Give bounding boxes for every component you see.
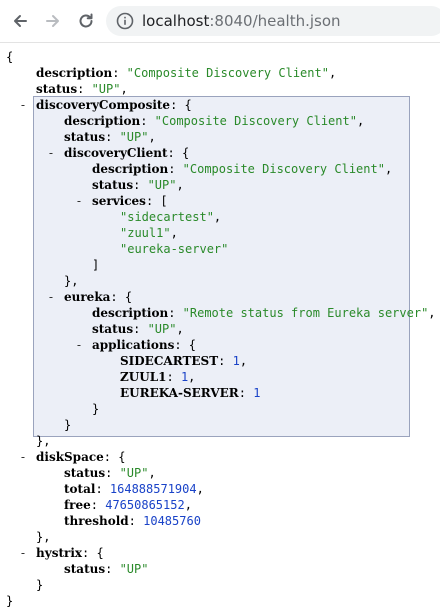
json-line: hystrix: { [36, 546, 104, 560]
root-open-brace: { [6, 50, 14, 64]
reload-icon [79, 13, 93, 28]
json-key: description [92, 162, 169, 176]
collapse-toggle[interactable]: - [75, 194, 83, 208]
json-line: threshold: 10485760 [64, 514, 201, 528]
json-number: 164888571904 [109, 482, 197, 496]
json-key: status [64, 562, 106, 576]
json-key: description [36, 66, 113, 80]
address-bar[interactable]: localhost:8040/health.json [106, 6, 440, 36]
json-close-bracket: ] [92, 258, 100, 272]
json-line: total: 164888571904, [64, 482, 204, 496]
json-key: total [64, 482, 96, 496]
back-arrow-icon [14, 15, 27, 27]
json-key: discoveryComposite [36, 98, 171, 112]
json-key: ZUUL1 [120, 370, 167, 384]
json-key: hystrix [36, 546, 83, 560]
json-key: description [92, 306, 169, 320]
root-close-brace: } [6, 594, 14, 608]
json-line: status: "UP", [92, 322, 184, 336]
json-key: free [64, 498, 91, 512]
json-key: SIDECARTEST [120, 354, 219, 368]
collapse-toggle[interactable]: - [19, 450, 27, 464]
collapse-toggle[interactable]: - [47, 146, 55, 160]
url-text[interactable]: localhost:8040/health.json [142, 12, 341, 30]
reload-button[interactable] [74, 9, 98, 33]
json-key: eureka [64, 290, 111, 304]
json-string: "UP" [147, 178, 177, 192]
json-close-brace: }, [64, 274, 79, 288]
json-close-brace: } [92, 402, 100, 416]
browser-toolbar: localhost:8040/health.json [0, 0, 440, 43]
json-key: diskSpace [36, 450, 104, 464]
json-line: description: "Remote status from Eureka … [92, 306, 436, 320]
json-string: "UP" [91, 82, 121, 96]
json-line: SIDECARTEST: 1, [120, 354, 248, 368]
json-line: EUREKA-SERVER: 1 [120, 386, 261, 400]
json-key: EUREKA-SERVER [120, 386, 239, 400]
json-viewer: { description: "Composite Discovery Clie… [0, 44, 440, 611]
json-number: 1 [232, 354, 240, 368]
url-path: :8040/health.json [209, 12, 341, 30]
json-line: applications: { [92, 338, 197, 352]
json-line: ZUUL1: 1, [120, 370, 196, 384]
json-key: services [92, 194, 146, 208]
collapse-toggle[interactable]: - [47, 290, 55, 304]
json-key: applications [92, 338, 175, 352]
json-string: "Composite Discovery Client" [154, 114, 357, 128]
json-line: discoveryClient: { [64, 146, 190, 160]
json-close-brace: } [64, 418, 72, 432]
back-button[interactable] [8, 9, 32, 33]
json-line: description: "Composite Discovery Client… [64, 114, 365, 128]
json-string: "UP" [119, 130, 149, 144]
json-close-brace: }, [36, 530, 51, 544]
json-line: status: "UP", [92, 178, 184, 192]
info-icon[interactable] [116, 12, 134, 30]
json-line: status: "UP" [64, 562, 149, 576]
json-close-brace: }, [36, 434, 51, 448]
forward-arrow-icon [46, 15, 59, 27]
json-string: "UP" [119, 466, 149, 480]
json-key: status [92, 322, 134, 336]
json-array-item: "sidecartest", [120, 210, 222, 224]
json-string: "Composite Discovery Client" [182, 162, 385, 176]
json-line: status: "UP", [36, 82, 128, 96]
json-string: "UP" [119, 562, 149, 576]
collapse-toggle[interactable]: - [19, 546, 27, 560]
json-line: status: "UP", [64, 466, 156, 480]
json-line: status: "UP", [64, 130, 156, 144]
json-key: status [36, 82, 78, 96]
json-key: description [64, 114, 141, 128]
forward-button[interactable] [41, 9, 65, 33]
json-line: free: 47650865152, [64, 498, 192, 512]
json-line: description: "Composite Discovery Client… [36, 66, 337, 80]
json-line: discoveryComposite: { [36, 98, 192, 112]
json-line: services: [ [92, 194, 168, 208]
collapse-toggle[interactable]: - [75, 338, 83, 352]
json-array-item: "eureka-server" [120, 242, 229, 256]
collapse-toggle[interactable]: - [19, 98, 27, 112]
json-line: description: "Composite Discovery Client… [92, 162, 393, 176]
json-close-brace: } [36, 578, 44, 592]
json-number: 1 [253, 386, 261, 400]
json-key: status [64, 130, 106, 144]
discovery-composite-highlight [33, 96, 410, 437]
json-key: discoveryClient [64, 146, 168, 160]
json-key: threshold [64, 514, 129, 528]
json-string: "Composite Discovery Client" [126, 66, 329, 80]
json-key: status [64, 466, 106, 480]
json-string: "Remote status from Eureka server" [182, 306, 429, 320]
json-array-item: "zuul1", [120, 226, 178, 240]
json-number: 47650865152 [105, 498, 185, 512]
json-key: status [92, 178, 134, 192]
json-line: diskSpace: { [36, 450, 126, 464]
url-host: localhost [142, 12, 210, 30]
json-number: 10485760 [143, 514, 201, 528]
json-line: eureka: { [64, 290, 133, 304]
json-number: 1 [180, 370, 189, 384]
json-string: "UP" [147, 322, 177, 336]
